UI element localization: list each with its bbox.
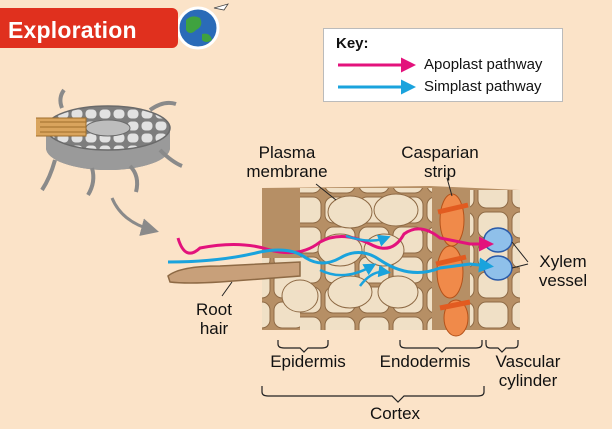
label-plasma-membrane-line2: membrane [246,162,328,181]
root-hair [167,261,301,284]
simplast-branch-1 [319,263,377,277]
banner-title: Exploration [8,17,137,43]
key-label-simplast: Simplast pathway [424,78,542,95]
zoom-arrow [110,197,159,236]
key-title: Key: [336,35,369,52]
plasma-membrane-pointer [315,183,337,201]
key-swatches [338,57,416,95]
label-casparian-strip-line2: strip [423,162,457,181]
label-xylem-vessel-line2: vessel [538,271,588,290]
root-hair-pointer [221,281,233,297]
label-vascular-cylinder-line1: Vascular [495,352,561,371]
label-casparian-strip: Casparian strip [388,143,492,181]
simplast-branch-3 [359,264,391,287]
key-label-apoplast: Apoplast pathway [424,56,543,73]
label-epidermis: Epidermis [270,352,346,371]
globe-icon [176,3,229,50]
casparian-strip-pointer [446,177,453,197]
simplast-path [167,248,494,274]
label-vascular-cylinder: Vascular cylinder [486,352,570,390]
label-root-hair-line1: Root [196,300,232,319]
label-endodermis: Endodermis [379,352,471,371]
label-vascular-cylinder-line2: cylinder [498,371,558,390]
label-root-hair-line2: hair [199,319,229,338]
label-plasma-membrane: Plasma membrane [232,143,342,181]
label-root-hair: Root hair [184,300,244,338]
region-brackets [261,340,519,403]
root-cross-section [36,88,183,197]
label-casparian-strip-line1: Casparian [401,143,479,162]
tissue-block [262,186,520,337]
exploration-banner: Exploration [0,8,178,48]
endodermis-cells [435,193,471,337]
label-cortex: Cortex [369,404,421,423]
label-xylem-vessel: Xylem vessel [528,252,598,290]
label-xylem-vessel-line1: Xylem [539,252,587,271]
label-plasma-membrane-line1: Plasma [258,143,316,162]
simplast-branch-2 [345,234,391,247]
legend-key: Key: Apoplast pathway Simplast pathway [323,28,563,102]
xylem-pointer-2 [511,263,529,269]
xylem-pointer-1 [511,241,529,263]
apoplast-path [176,227,494,255]
